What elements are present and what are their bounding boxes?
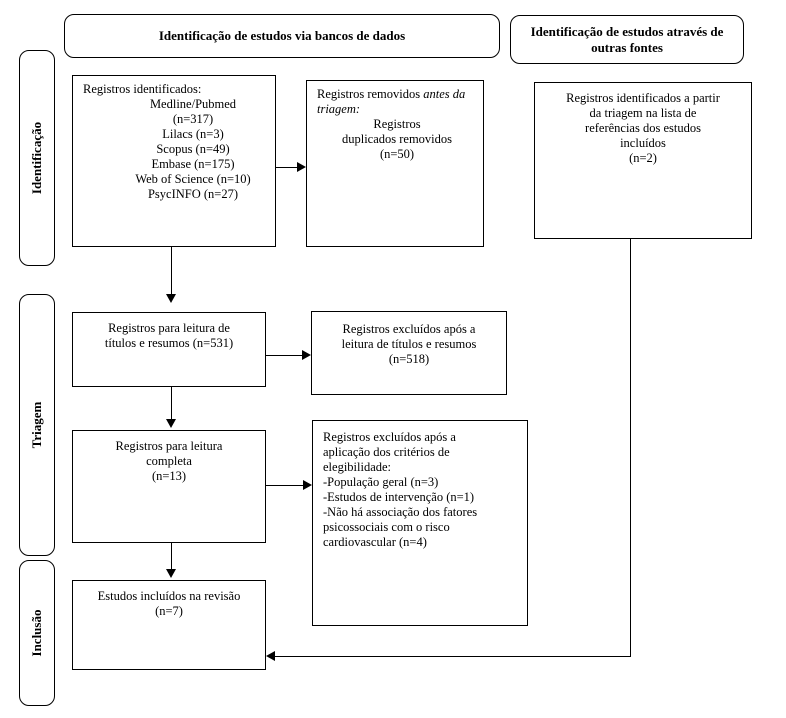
- screened-line-2: títulos e resumos (n=531): [104, 336, 234, 350]
- removed-line-1: Registros: [373, 117, 421, 131]
- included-line-1: Estudos incluídos na revisão: [97, 589, 241, 603]
- arrow-other-to-included: [274, 656, 631, 657]
- other-sources-box: Registros identificados a partir da tria…: [534, 82, 752, 239]
- other-count: (n=2): [629, 151, 657, 165]
- arrowhead-screened-to-fulltext: [166, 419, 176, 428]
- excluded-fulltext-box: Registros excluídos após a aplicação dos…: [312, 420, 528, 626]
- arrow-identified-to-removed: [276, 167, 298, 168]
- header-database-identification: Identificação de estudos via bancos de d…: [64, 14, 500, 58]
- excluded-ft-reason-1: -População geral (n=3): [323, 475, 439, 489]
- other-line-3: referências dos estudos: [585, 121, 701, 135]
- arrow-other-down: [630, 239, 631, 656]
- source-scopus: Scopus (n=49): [156, 142, 230, 156]
- records-identified-box: Registros identificados: Medline/Pubmed …: [72, 75, 276, 247]
- arrow-fulltext-to-included: [171, 543, 172, 570]
- arrowhead-fulltext-to-included: [166, 569, 176, 578]
- source-medline: Medline/Pubmed: [149, 97, 237, 111]
- source-psycinfo: PsycINFO (n=27): [147, 187, 239, 201]
- excluded-titles-box: Registros excluídos após a leitura de tí…: [311, 311, 507, 395]
- removed-prefix: Registros removidos: [317, 87, 424, 101]
- screened-line-1: Registros para leitura de: [108, 321, 230, 335]
- header-other-text: Identificação de estudos através de outr…: [530, 23, 724, 55]
- fulltext-box: Registros para leitura completa (n=13): [72, 430, 266, 543]
- other-line-2: da triagem na lista de: [589, 106, 697, 120]
- excluded-ft-line-1: Registros excluídos após a: [323, 430, 456, 444]
- excluded-ft-reason-3b: psicossociais com o risco: [323, 520, 450, 534]
- excluded-ft-reason-3: -Não há associação dos fatores: [323, 505, 478, 519]
- phase-inclusion-label: Inclusão: [29, 609, 44, 657]
- excluded-titles-line-1: Registros excluídos após a: [342, 322, 476, 336]
- arrow-screened-to-excluded: [266, 355, 303, 356]
- arrow-screened-to-fulltext: [171, 387, 172, 420]
- included-box: Estudos incluídos na revisão (n=7): [72, 580, 266, 670]
- header-database-text: Identificação de estudos via bancos de d…: [158, 28, 406, 43]
- excluded-ft-reason-2: -Estudos de intervenção (n=1): [323, 490, 475, 504]
- removed-count: (n=50): [379, 147, 415, 161]
- phase-inclusion: Inclusão: [19, 560, 55, 706]
- phase-identification: Identificação: [19, 50, 55, 266]
- source-medline-count: (n=317): [172, 112, 214, 126]
- arrowhead-identified-to-removed: [297, 162, 306, 172]
- excluded-titles-count: (n=518): [388, 352, 430, 366]
- records-identified-title: Registros identificados:: [83, 82, 202, 96]
- excluded-ft-line-2: aplicação dos critérios de: [323, 445, 450, 459]
- excluded-ft-reason-3c: cardiovascular (n=4): [323, 535, 427, 549]
- header-other-sources: Identificação de estudos através de outr…: [510, 15, 744, 64]
- phase-screening: Triagem: [19, 294, 55, 556]
- records-screened-box: Registros para leitura de títulos e resu…: [72, 312, 266, 387]
- source-web-of-science: Web of Science (n=10): [135, 172, 251, 186]
- arrowhead-screened-to-excluded: [302, 350, 311, 360]
- excluded-titles-line-2: leitura de títulos e resumos: [341, 337, 477, 351]
- arrowhead-other-to-included: [266, 651, 275, 661]
- arrowhead-identified-to-screened: [166, 294, 176, 303]
- removed-line-2: duplicados removidos: [341, 132, 453, 146]
- arrow-identified-to-screened: [171, 247, 172, 295]
- included-count: (n=7): [155, 604, 183, 618]
- phase-screening-label: Triagem: [29, 401, 44, 449]
- fulltext-count: (n=13): [151, 469, 187, 483]
- arrowhead-fulltext-to-excluded: [303, 480, 312, 490]
- source-embase: Embase (n=175): [151, 157, 235, 171]
- other-line-1: Registros identificados a partir: [566, 91, 720, 105]
- phase-identification-label: Identificação: [29, 121, 44, 195]
- arrow-fulltext-to-excluded: [266, 485, 304, 486]
- removed-italic: antes da triagem:: [317, 87, 466, 116]
- fulltext-line-2: completa: [146, 454, 192, 468]
- excluded-ft-line-3: elegibilidade:: [323, 460, 392, 474]
- other-line-4: incluídos: [620, 136, 666, 150]
- source-lilacs: Lilacs (n=3): [162, 127, 224, 141]
- fulltext-line-1: Registros para leitura: [115, 439, 223, 453]
- records-removed-box: Registros removidos antes da triagem: Re…: [306, 80, 484, 247]
